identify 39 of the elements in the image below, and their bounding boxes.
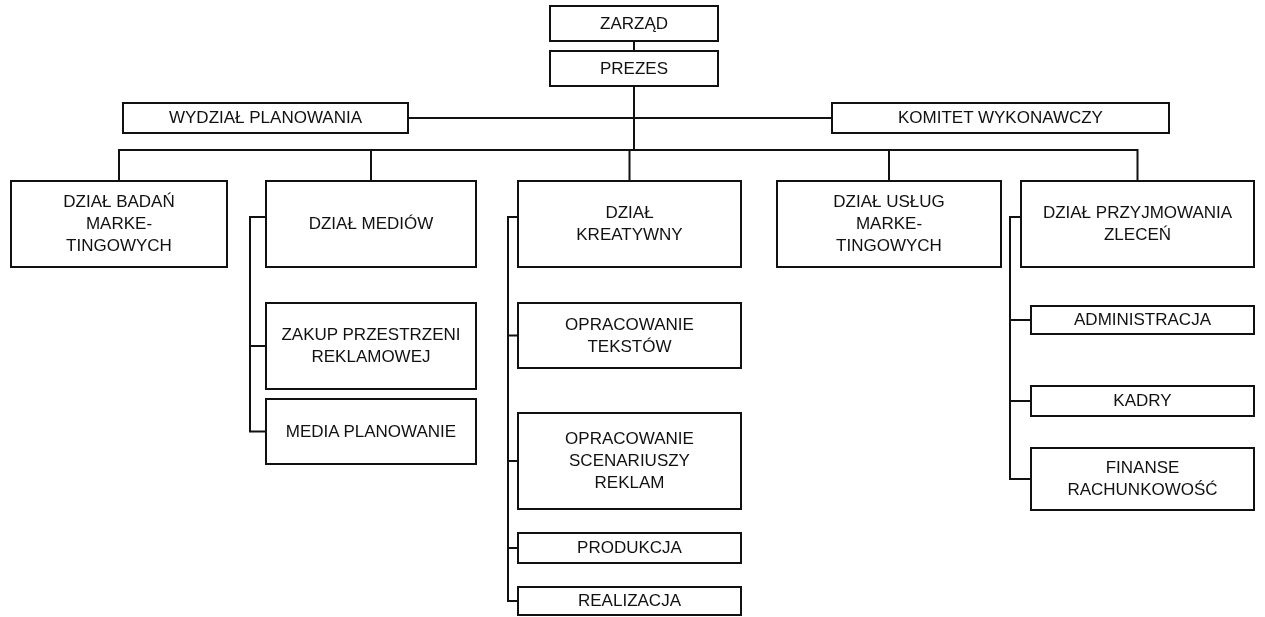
unit-name: ZAKUP PRZESTRZENI REKLAMOWEJ: [280, 324, 462, 368]
unit-name: KOMITET WYKONAWCZY: [897, 107, 1104, 129]
unit-name: DZIAŁ MEDIÓW: [307, 213, 435, 235]
org-unit-box: [517, 532, 742, 564]
org-unit-box: [10, 180, 228, 268]
unit-name: ADMINISTRACJA: [1073, 309, 1212, 331]
unit-name: DZIAŁ USŁUG MARKE- TINGOWYCH: [832, 191, 946, 257]
connector-line: [633, 41, 635, 51]
unit-name: OPRACOWANIE TEKSTÓW: [564, 313, 695, 358]
org-unit-box: [517, 302, 742, 369]
unit-name: DZIAŁ KREATYWNY: [575, 202, 684, 246]
unit-name: MEDIA PLANOWANIE: [284, 420, 458, 443]
unit-name: FINANSE RACHUNKOWOŚĆ: [1066, 457, 1219, 501]
org-unit-box: [122, 102, 409, 134]
org-unit-box: [265, 398, 477, 465]
org-unit-box: [1030, 305, 1255, 335]
unit-name: ZARZĄD: [599, 12, 669, 35]
org-unit-box: [776, 180, 1002, 268]
org-unit-box: [517, 412, 742, 510]
org-unit-box: [1030, 385, 1255, 417]
org-unit-box: [1020, 180, 1255, 268]
org-unit-box: [831, 102, 1170, 134]
org-unit-box: [517, 180, 742, 268]
org-unit-box: [517, 586, 742, 616]
unit-name: DZIAŁ PRZYJMOWANIA ZLECEŃ: [1041, 202, 1234, 246]
connector-line: [1009, 215, 1031, 480]
connector-line: [249, 215, 266, 433]
org-unit-box: [265, 302, 477, 390]
org-unit-box: [549, 50, 719, 87]
unit-name: OPRACOWANIE SCENARIUSZY REKLAM: [564, 428, 695, 494]
unit-name: DZIAŁ BADAŃ MARKE- TINGOWYCH: [62, 191, 176, 257]
unit-name: REALIZACJA: [577, 590, 682, 612]
org-unit-box: [549, 5, 719, 42]
org-unit-box: [265, 180, 477, 268]
unit-name: PRODUKCJA: [576, 537, 683, 559]
unit-name: WYDZIAŁ PLANOWANIA: [168, 107, 363, 129]
unit-name: PREZES: [599, 57, 669, 80]
unit-name: KADRY: [1112, 390, 1173, 412]
org-unit-box: [1030, 447, 1255, 511]
